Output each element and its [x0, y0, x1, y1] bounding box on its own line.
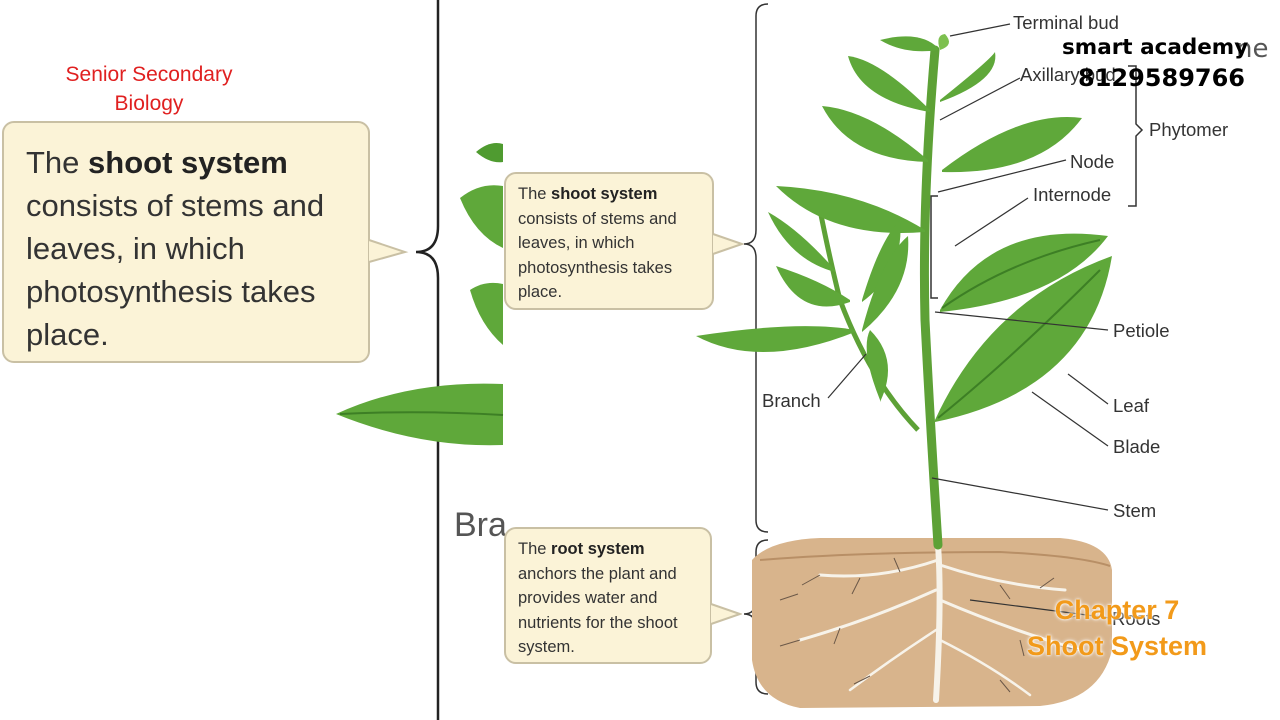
internode-bracket: [930, 195, 938, 299]
label-roots: Roots: [1112, 608, 1161, 629]
shoot-callout-pointer: [712, 233, 744, 255]
main-stem: [919, 45, 943, 550]
partial-cut-text: ne: [1236, 34, 1269, 64]
partial-leaves: [336, 143, 504, 446]
fine-roots: [779, 557, 1081, 693]
root-callout-prefix: The: [518, 540, 552, 558]
root-brace: [743, 539, 769, 695]
root-callout-pointer: [710, 603, 742, 625]
soil: [752, 538, 1112, 708]
zoomed-shoot-callout: The shoot system consists of stems and l…: [2, 121, 370, 363]
root-callout-text: anchors the plant and provides water and…: [518, 564, 678, 657]
course-title: Senior Secondary Biology: [29, 60, 269, 118]
course-title-line1: Senior Secondary: [65, 63, 233, 86]
label-stem: Stem: [1113, 500, 1157, 521]
callout-prefix: The: [26, 145, 89, 180]
callout-bold-term: shoot system: [88, 145, 288, 180]
label-terminal-bud: Terminal bud: [1013, 12, 1119, 33]
leaves: [696, 34, 1112, 422]
brand-name: smart academy: [1062, 35, 1249, 60]
label-internode: Internode: [1033, 184, 1112, 205]
zoomed-panel-graphics: [336, 0, 504, 720]
label-leaf: Leaf: [1113, 395, 1150, 416]
shoot-callout-text: consists of stems and leaves, in which p…: [518, 209, 677, 302]
shoot-brace: [743, 3, 769, 533]
label-blade: Blade: [1113, 436, 1161, 457]
label-phytomer: Phytomer: [1149, 119, 1229, 140]
partial-branch-label: Bra: [454, 506, 507, 544]
branch-stem: [817, 209, 920, 432]
label-axillary-bud: Axillary bud: [1020, 64, 1116, 85]
shoot-callout-bold: shoot system: [551, 185, 658, 203]
phytomer-bracket: [1128, 65, 1144, 207]
shoot-callout-prefix: The: [518, 185, 552, 203]
shoot-system-callout: The shoot system consists of stems and l…: [504, 172, 714, 310]
root-callout-bold: root system: [551, 540, 645, 558]
chapter-line1: Chapter 7: [1054, 595, 1180, 625]
chapter-overlay: Chapter 7 Shoot System: [1010, 592, 1224, 664]
brand-phone: 8129589766: [1078, 64, 1245, 92]
callout-text: consists of stems and leaves, in which p…: [26, 188, 325, 352]
callout-pointer: [368, 239, 409, 263]
zoomed-brace: [415, 0, 440, 720]
root-system-callout: The root system anchors the plant and pr…: [504, 527, 712, 664]
label-branch: Branch: [762, 390, 821, 411]
leader-lines: [827, 23, 1111, 619]
course-title-line2: Biology: [114, 92, 184, 115]
label-node: Node: [1070, 151, 1115, 172]
label-petiole: Petiole: [1113, 320, 1170, 341]
roots: [798, 542, 1082, 703]
plant-diagram: [696, 3, 1144, 708]
chapter-line2: Shoot System: [1026, 631, 1208, 661]
